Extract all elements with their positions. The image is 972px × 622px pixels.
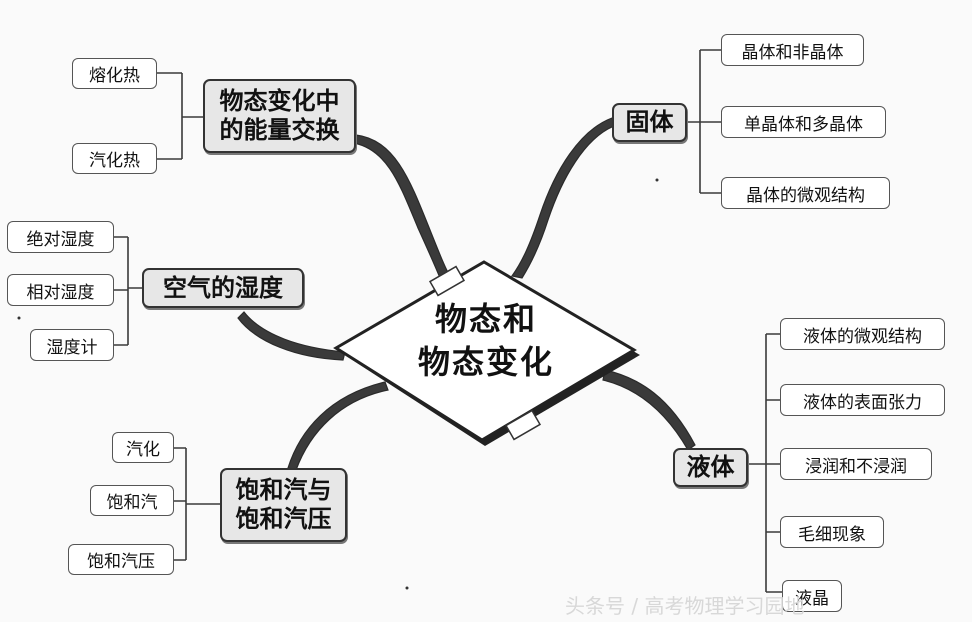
leaf-solid-2[interactable]: 单晶体和多晶体 — [721, 106, 886, 138]
leaf-saturated-3[interactable]: 饱和汽压 — [68, 544, 174, 575]
branch-solid[interactable]: 固体 — [612, 103, 687, 142]
leaf-solid-1[interactable]: 晶体和非晶体 — [721, 34, 864, 66]
leaf-energy-2[interactable]: 汽化热 — [72, 143, 157, 174]
branch-saturated[interactable]: 饱和汽与 饱和汽压 — [220, 468, 347, 542]
leaf-liquid-3[interactable]: 浸润和不浸润 — [780, 448, 932, 480]
connector-humidity — [237, 311, 346, 361]
energy-children-bracket — [157, 72, 203, 160]
leaf-humidity-2[interactable]: 相对湿度 — [7, 274, 114, 306]
connector-saturated — [287, 381, 389, 471]
branch-energy[interactable]: 物态变化中 的能量交换 — [203, 79, 356, 153]
diamond-tab-bottom — [504, 409, 542, 441]
dot-mark — [405, 586, 409, 590]
branch-humidity[interactable]: 空气的湿度 — [142, 268, 304, 308]
leaf-humidity-1[interactable]: 绝对湿度 — [7, 221, 114, 253]
leaf-liquid-5[interactable]: 液晶 — [782, 580, 842, 612]
leaf-humidity-3[interactable]: 湿度计 — [30, 329, 114, 361]
connector-energy — [353, 134, 451, 279]
leaf-saturated-2[interactable]: 饱和汽 — [90, 485, 174, 516]
leaf-liquid-4[interactable]: 毛细现象 — [780, 516, 884, 548]
branch-saturated-line1: 饱和汽与 — [235, 475, 332, 505]
dot-mark — [655, 178, 659, 182]
center-title: 物态和 物态变化 — [396, 298, 576, 384]
connector-solid — [510, 117, 615, 279]
dot-mark — [17, 316, 21, 320]
connector-liquid — [602, 369, 696, 451]
humidity-children-bracket — [114, 236, 142, 346]
branch-energy-line1: 物态变化中 — [219, 86, 340, 116]
branch-liquid[interactable]: 液体 — [673, 448, 748, 487]
leaf-liquid-1[interactable]: 液体的微观结构 — [780, 318, 945, 350]
center-diamond — [333, 260, 637, 442]
leaf-energy-1[interactable]: 熔化热 — [72, 58, 157, 89]
diamond-tab-top — [428, 265, 466, 297]
center-title-line2: 物态变化 — [417, 343, 554, 382]
leaf-solid-3[interactable]: 晶体的微观结构 — [721, 177, 890, 209]
leaf-saturated-1[interactable]: 汽化 — [112, 432, 174, 463]
watermark-text: 头条号 / 高考物理学习园地 — [565, 594, 805, 618]
branch-saturated-line2: 饱和汽压 — [235, 504, 332, 533]
liquid-children-bracket — [748, 333, 782, 593]
leaf-liquid-2[interactable]: 液体的表面张力 — [780, 384, 945, 416]
branch-energy-line2: 的能量交换 — [219, 115, 340, 144]
solid-children-bracket — [687, 49, 721, 194]
saturated-children-bracket — [174, 447, 220, 561]
center-title-line1: 物态和 — [434, 300, 537, 338]
